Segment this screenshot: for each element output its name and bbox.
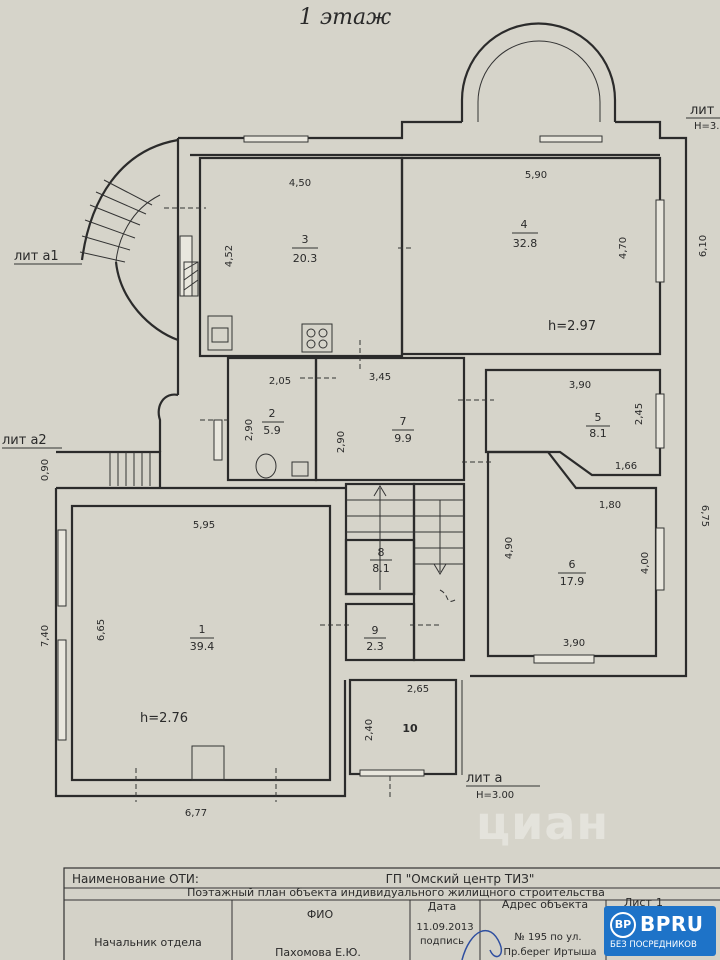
svg-text:9: 9 bbox=[372, 624, 379, 637]
person: Пахомова Е.Ю. bbox=[275, 946, 361, 959]
svg-text:32.8: 32.8 bbox=[513, 237, 538, 250]
room-1-height: h=2.76 bbox=[140, 711, 188, 726]
svg-text:1,66: 1,66 bbox=[615, 461, 637, 472]
svg-text:2,90: 2,90 bbox=[336, 431, 347, 453]
svg-text:1: 1 bbox=[199, 623, 206, 636]
svg-text:1,80: 1,80 bbox=[599, 500, 621, 511]
room-9-label: 92.3 bbox=[364, 624, 386, 653]
svg-text:4,70: 4,70 bbox=[618, 237, 629, 259]
org-name: ГП "Омский центр ТИЗ" bbox=[386, 872, 535, 886]
lit-top-right-label: лит bbox=[690, 103, 715, 118]
svg-text:39.4: 39.4 bbox=[190, 640, 215, 653]
fixtures bbox=[183, 261, 333, 781]
watermark: циан bbox=[476, 796, 610, 850]
stair-down-arrow bbox=[433, 500, 447, 575]
svg-text:3: 3 bbox=[302, 233, 309, 246]
svg-text:5,95: 5,95 bbox=[193, 520, 215, 531]
windows bbox=[57, 135, 665, 777]
signature-scribble bbox=[461, 930, 502, 960]
address-line1: № 195 по ул. bbox=[514, 932, 581, 943]
date-value: 11.09.2013 bbox=[416, 922, 473, 933]
svg-text:4,00: 4,00 bbox=[640, 552, 651, 574]
room-8-label: 88.1 bbox=[370, 546, 392, 575]
svg-text:2,90: 2,90 bbox=[244, 419, 255, 441]
svg-text:20.3: 20.3 bbox=[293, 252, 318, 265]
svg-text:5.9: 5.9 bbox=[263, 424, 281, 437]
svg-text:7,40: 7,40 bbox=[40, 625, 51, 647]
position: Начальник отдела bbox=[94, 936, 202, 949]
room-3-label: 320.3 bbox=[292, 233, 318, 265]
room-10-label: 10 bbox=[402, 722, 418, 735]
svg-text:2.3: 2.3 bbox=[366, 640, 384, 653]
room-2-label: 25.9 bbox=[262, 407, 284, 437]
svg-text:6,10: 6,10 bbox=[698, 235, 709, 257]
svg-text:3,90: 3,90 bbox=[563, 638, 585, 649]
svg-text:3,45: 3,45 bbox=[369, 372, 391, 383]
svg-text:4: 4 bbox=[521, 218, 528, 231]
floor-title: 1 этаж bbox=[299, 5, 391, 30]
room-labels: 139.4 25.9 320.3 432.8 58.1 617.9 79.9 8… bbox=[190, 218, 610, 735]
svg-text:2,40: 2,40 bbox=[364, 719, 375, 741]
list-value: 1 bbox=[656, 896, 663, 909]
svg-text:4,90: 4,90 bbox=[504, 537, 515, 559]
lit-labels: лит а1 лит а2 лит а H=3.00 лит H=3. bbox=[2, 103, 720, 801]
svg-text:5: 5 bbox=[595, 411, 602, 424]
svg-text:5,90: 5,90 bbox=[525, 170, 547, 181]
room-1-label: 139.4 bbox=[190, 623, 215, 653]
list-label: Лист bbox=[624, 896, 652, 909]
svg-text:6,65: 6,65 bbox=[96, 619, 107, 641]
dimensions: 4,50 4,52 5,90 4,70 6,10 2,05 2,90 3,45 … bbox=[40, 170, 710, 819]
bpru-name: BPRU bbox=[640, 912, 704, 936]
lit-a-label: лит а bbox=[466, 771, 502, 786]
room-5-label: 58.1 bbox=[586, 411, 610, 440]
address-line2: Пр.берег Иртыша bbox=[503, 947, 596, 958]
svg-text:3,90: 3,90 bbox=[569, 380, 591, 391]
svg-text:6: 6 bbox=[569, 558, 576, 571]
bpru-logo-icon: BP bbox=[610, 912, 636, 938]
bpru-subtitle: БЕЗ ПОСРЕДНИКОВ bbox=[610, 940, 697, 950]
door-marks bbox=[135, 207, 494, 802]
room-4-height: h=2.97 bbox=[548, 319, 596, 334]
svg-text:6,75: 6,75 bbox=[699, 505, 710, 527]
svg-text:2,05: 2,05 bbox=[269, 376, 291, 387]
svg-text:2,45: 2,45 bbox=[634, 403, 645, 425]
svg-text:10: 10 bbox=[402, 722, 418, 735]
svg-text:4,50: 4,50 bbox=[289, 178, 311, 189]
svg-text:6,77: 6,77 bbox=[185, 808, 207, 819]
svg-text:2,65: 2,65 bbox=[407, 684, 429, 695]
naim-label: Наименование ОТИ: bbox=[72, 872, 199, 886]
lit-a2-label: лит а2 bbox=[2, 433, 47, 448]
plan-title: Поэтажный план объекта индивидуального ж… bbox=[187, 886, 605, 899]
svg-text:8.1: 8.1 bbox=[589, 427, 607, 440]
room-4-label: 432.8 bbox=[512, 218, 538, 250]
fio-label: ФИО bbox=[307, 908, 334, 921]
svg-text:8: 8 bbox=[378, 546, 385, 559]
svg-text:2: 2 bbox=[269, 407, 276, 420]
stair-up-arrow bbox=[373, 485, 387, 590]
room-6-label: 617.9 bbox=[558, 558, 586, 588]
date-label: Дата bbox=[428, 900, 456, 913]
svg-text:0,90: 0,90 bbox=[40, 459, 51, 481]
svg-text:17.9: 17.9 bbox=[560, 575, 585, 588]
address-label: Адрес объекта bbox=[502, 898, 588, 911]
svg-text:9.9: 9.9 bbox=[394, 432, 412, 445]
sign-label: подпись bbox=[420, 936, 464, 947]
svg-text:8.1: 8.1 bbox=[372, 562, 390, 575]
bpru-stamp: BP BPRU БЕЗ ПОСРЕДНИКОВ bbox=[604, 906, 716, 956]
lit-a1-label: лит а1 bbox=[14, 249, 59, 264]
lit-a-height: H=3.00 bbox=[476, 790, 514, 801]
svg-text:7: 7 bbox=[400, 415, 407, 428]
svg-text:4,52: 4,52 bbox=[224, 245, 235, 267]
lit-top-right-height: H=3. bbox=[694, 121, 719, 132]
room-7-label: 79.9 bbox=[392, 415, 414, 445]
